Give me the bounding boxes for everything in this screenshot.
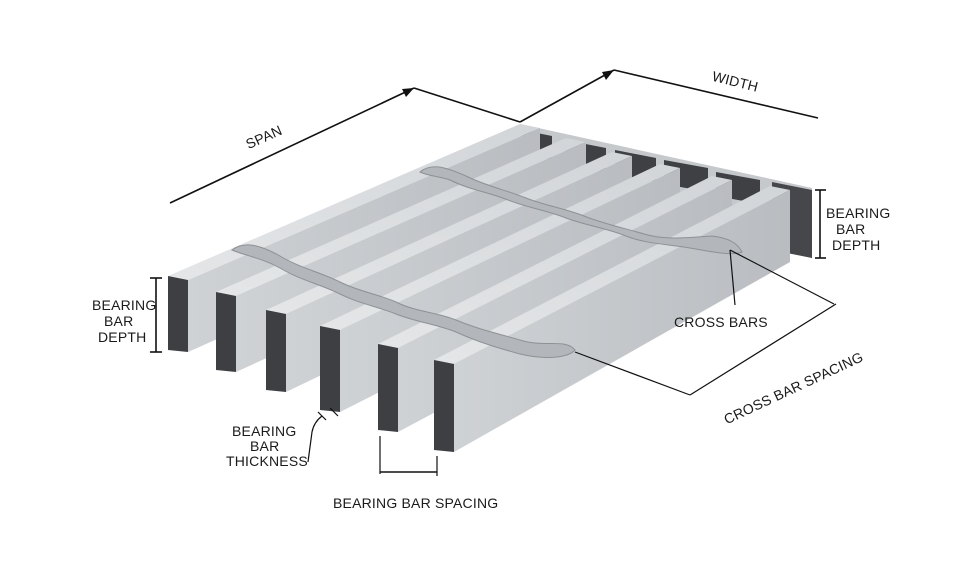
cross-bars-label: CROSS BARS bbox=[674, 314, 768, 330]
cross-bar-spacing-dimension bbox=[574, 303, 837, 396]
cross-bar-back bbox=[419, 166, 743, 255]
width-dimension bbox=[519, 69, 819, 123]
bar-depth-left-dimension bbox=[150, 277, 162, 353]
bar-spacing-dimension bbox=[379, 436, 438, 476]
bar-depth-right-label: BEARING BAR DEPTH bbox=[826, 205, 895, 253]
bearing-bars bbox=[168, 124, 790, 452]
cross-bar-spacing-label: CROSS BAR SPACING bbox=[721, 349, 865, 428]
cross-bars-leader bbox=[729, 249, 835, 306]
cross-bar-front bbox=[231, 244, 576, 358]
bar-thickness-dimension bbox=[307, 407, 339, 463]
bar-depth-left-label: BEARING BAR DEPTH bbox=[92, 297, 161, 345]
bearing-bar-6 bbox=[434, 186, 790, 452]
bar-spacing-label: BEARING BAR SPACING bbox=[333, 495, 498, 511]
width-label: WIDTH bbox=[711, 68, 760, 95]
span-dimension bbox=[169, 87, 521, 204]
cross-bars bbox=[231, 166, 743, 358]
bar-thickness-label: BEARING BAR THICKNESS bbox=[226, 423, 308, 469]
bar-depth-right-dimension bbox=[815, 189, 826, 259]
span-label: SPAN bbox=[243, 122, 284, 152]
